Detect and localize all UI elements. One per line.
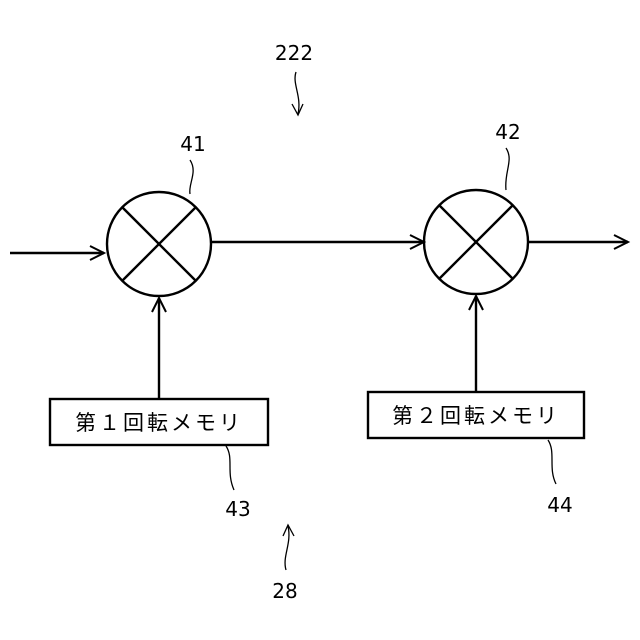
ref-top-arrowhead xyxy=(292,104,303,115)
multiplier-41-leader xyxy=(190,160,193,194)
figure-ref-top: 222 xyxy=(275,41,313,65)
memory2-ref: 44 xyxy=(547,493,572,517)
memory2-label: 第２回転メモリ xyxy=(392,404,560,428)
second-rotation-memory-box: 第２回転メモリ xyxy=(368,392,584,438)
memory1-leader xyxy=(226,446,234,490)
multiplier-42 xyxy=(424,190,528,294)
multiplier-42-leader xyxy=(506,148,509,190)
figure-ref-bottom: 28 xyxy=(272,579,297,603)
multiplier-42-ref: 42 xyxy=(495,120,520,144)
first-rotation-memory-box: 第１回転メモリ xyxy=(50,399,268,445)
memory1-ref: 43 xyxy=(225,497,250,521)
ref-top-leader xyxy=(295,72,299,114)
multiplier-41 xyxy=(107,192,211,296)
memory2-leader xyxy=(548,440,556,484)
ref-bottom-leader xyxy=(285,526,289,570)
memory1-label: 第１回転メモリ xyxy=(75,411,243,435)
multiplier-41-ref: 41 xyxy=(180,132,205,156)
